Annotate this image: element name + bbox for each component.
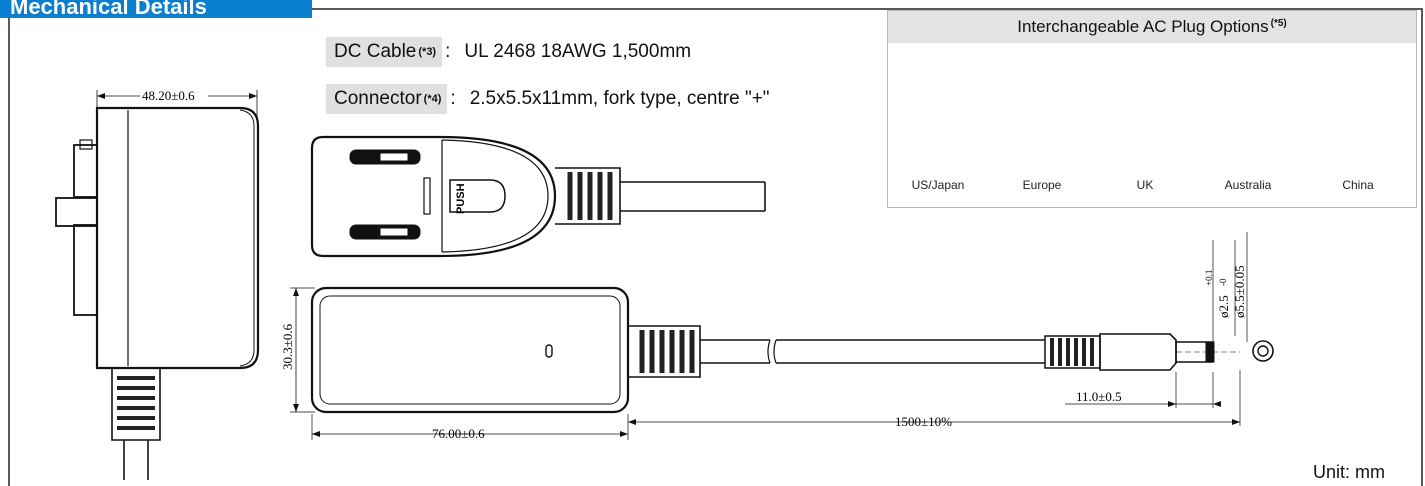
dim-body-height: 30.3±0.6 bbox=[280, 323, 295, 370]
plug-label-europe: Europe bbox=[1022, 178, 1062, 192]
plug-label-uk: UK bbox=[1136, 178, 1154, 192]
dim-inner-dia: ø2.5 bbox=[1216, 295, 1231, 318]
colon: : bbox=[445, 41, 451, 62]
spec-dc-cable: DC Cable (*3) : UL 2468 18AWG 1,500mm bbox=[326, 37, 691, 67]
plug-label-china: China bbox=[1342, 178, 1374, 192]
side-view bbox=[55, 90, 260, 480]
spec-connector: Connector (*4) : 2.5x5.5x11mm, fork type… bbox=[326, 84, 770, 114]
dim-cable-length: 1500±10% bbox=[895, 414, 952, 429]
dim-inner-tol-plus: +0.1 bbox=[1204, 270, 1214, 286]
dim-body-length: 76.00±0.6 bbox=[432, 426, 485, 441]
dim-inner-tol-minus: -0 bbox=[1218, 278, 1228, 286]
spec-connector-label: Connector (*4) bbox=[326, 84, 448, 114]
dc-cable-label-text: DC Cable bbox=[334, 41, 417, 62]
dc-cable-note: (*3) bbox=[418, 46, 437, 58]
main-view bbox=[290, 232, 1274, 440]
plug-options-panel: Interchangeable AC Plug Options (*5) US/… bbox=[887, 10, 1417, 208]
dim-side-width: 48.20±0.6 bbox=[142, 88, 195, 103]
plug-label-australia: Australia bbox=[1224, 178, 1272, 192]
plug-options-title-text: Interchangeable AC Plug Options bbox=[1017, 17, 1269, 36]
top-view bbox=[310, 135, 766, 258]
connector-note: (*4) bbox=[423, 93, 442, 105]
unit-label: Unit: mm bbox=[1313, 462, 1385, 482]
dim-plug-length: 11.0±0.5 bbox=[1076, 389, 1122, 404]
connector-value: 2.5x5.5x11mm, fork type, centre "+" bbox=[469, 88, 770, 109]
spec-dc-cable-label: DC Cable (*3) bbox=[326, 37, 443, 67]
frame-border bbox=[8, 8, 1423, 486]
dc-cable-value: UL 2468 18AWG 1,500mm bbox=[464, 41, 692, 62]
connector-label-text: Connector bbox=[334, 88, 422, 109]
section-header: Mechanical Details bbox=[0, 0, 312, 18]
plug-label-us-japan: US/Japan bbox=[911, 178, 965, 192]
colon: : bbox=[450, 88, 456, 109]
dim-outer-dia: ø5.5±0.05 bbox=[1232, 265, 1247, 318]
plug-options-note: (*5) bbox=[1270, 17, 1287, 29]
plug-options-title: Interchangeable AC Plug Options (*5) bbox=[888, 11, 1416, 43]
push-label: PUSH bbox=[455, 183, 467, 214]
